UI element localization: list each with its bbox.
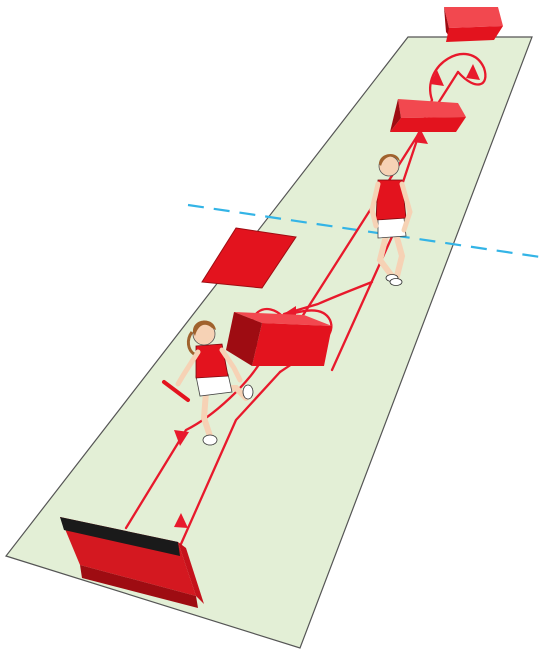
landing-mat: [201, 227, 297, 289]
obstacle-box-top: [444, 7, 503, 42]
baton-icon: [162, 380, 190, 402]
athlete-icon: [369, 153, 413, 286]
approach-path: [282, 280, 374, 316]
arrow-down-lower: [174, 430, 189, 446]
return-path-lower: [179, 370, 282, 546]
return-path-upper: [298, 70, 460, 322]
direction-arrows: [174, 64, 480, 528]
arrow-up-upper-return: [413, 128, 428, 144]
start-hurdle: [60, 517, 204, 608]
arrow-up-top-right: [466, 64, 480, 80]
arrow-up-top-left: [430, 70, 444, 86]
outbound-path-lower: [124, 356, 265, 530]
obstacle-box-upper: [390, 99, 466, 132]
athlete-icon: [162, 320, 254, 446]
relay-zone-line: [187, 203, 547, 260]
turn-loop-top: [429, 52, 487, 102]
arrow-up-bottom: [174, 513, 188, 528]
obstacle-box-middle: [226, 312, 332, 366]
